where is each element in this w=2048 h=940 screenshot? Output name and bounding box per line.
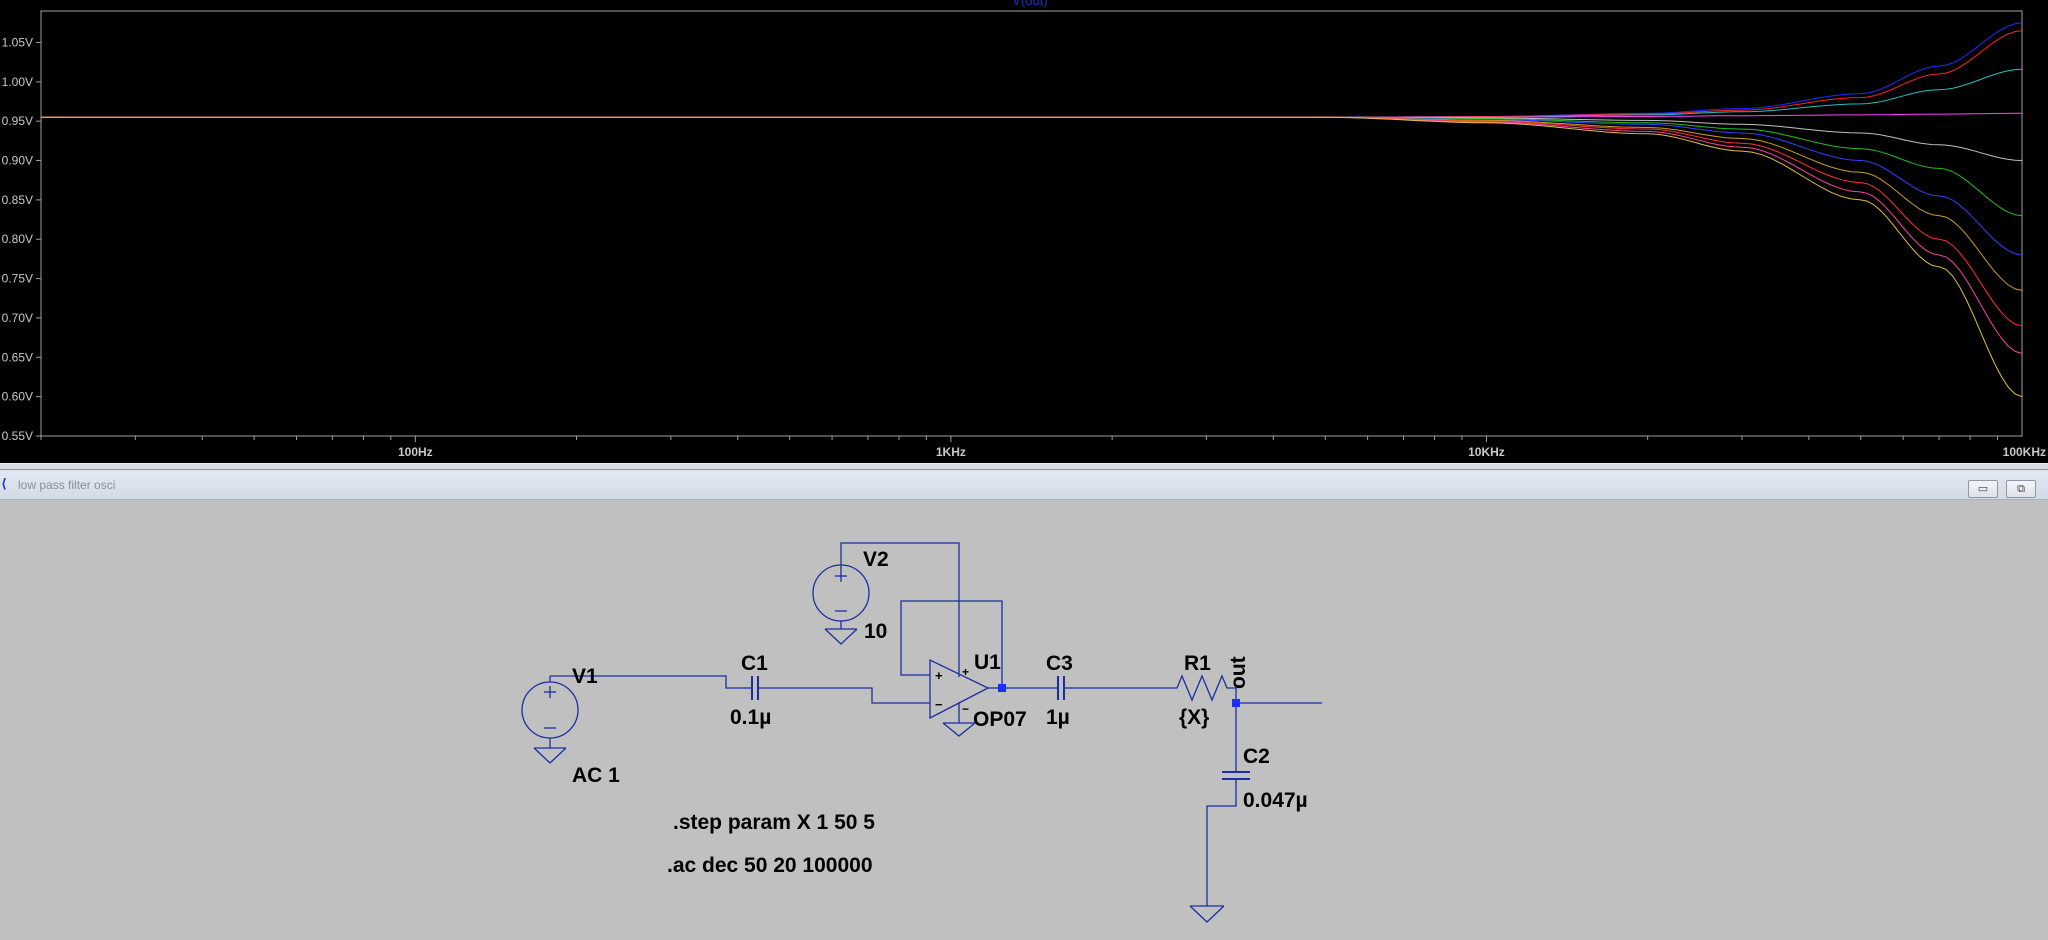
trace-line-10[interactable] [41, 116, 2023, 354]
wire-c2-gnd[interactable] [1206, 783, 1237, 906]
u1-name-label[interactable]: U1 [974, 651, 1001, 674]
v2-source-symbol[interactable] [812, 564, 870, 629]
c3-value-label[interactable]: 1µ [1046, 706, 1070, 729]
y-tick-label: 0.65V [2, 350, 33, 364]
c2-capacitor-symbol[interactable] [1222, 768, 1250, 783]
waveform-plot[interactable]: 1.05V 1.00V 0.95V 0.90V 0.85V 0.80V 0.75V 0.70V… [0, 0, 2048, 463]
ac-directive[interactable]: .ac dec 50 20 100000 [667, 854, 873, 877]
opamp-minus-sign: − [935, 697, 943, 712]
y-tick-label: 1.00V [2, 75, 33, 89]
r1-value-label[interactable]: {X} [1179, 706, 1209, 729]
c3-name-label[interactable]: C3 [1046, 652, 1073, 675]
c2-name-label[interactable]: C2 [1243, 745, 1270, 768]
junction-dot [998, 684, 1006, 692]
minimize-button[interactable]: ▭ [1968, 480, 1998, 498]
y-tick-label: 0.85V [2, 193, 33, 207]
ground-icon [942, 722, 976, 737]
x-tick-label: 100Hz [398, 445, 433, 459]
y-tick-label: 0.70V [2, 311, 33, 325]
r1-resistor-symbol[interactable] [1172, 674, 1232, 702]
opamp-supply-plus-sign: + [962, 665, 969, 679]
x-tick-label: 10KHz [1468, 445, 1505, 459]
plot-frame [40, 10, 2023, 437]
c1-name-label[interactable]: C1 [741, 652, 768, 675]
ltspice-app-icon[interactable]: ⟨ [1, 477, 7, 492]
wire-out[interactable] [1232, 687, 1322, 704]
wire-v1-c1[interactable] [550, 675, 744, 689]
trace-line-1[interactable] [41, 22, 2023, 118]
y-tick-label: 0.55V [2, 429, 33, 443]
y-tick-label: 0.60V [2, 390, 33, 404]
plot-traces[interactable] [41, 22, 2023, 398]
v2-name-label[interactable]: V2 [863, 548, 889, 571]
plot-border [40, 10, 2023, 437]
u1-opamp-symbol[interactable] [929, 658, 990, 723]
schematic-canvas[interactable]: + − + − V1 AC 1 V2 10 C1 0.1µ U1 OP07 C3… [0, 500, 2048, 940]
wire-v2-supply[interactable] [840, 542, 960, 677]
opamp-plus-sign: + [935, 668, 943, 683]
wire-c1-opamp[interactable] [766, 687, 930, 704]
y-tick-label: 1.05V [2, 35, 33, 49]
y-tick-label: 0.90V [2, 154, 33, 168]
net-label-out[interactable]: out [1227, 656, 1250, 689]
ground-icon [824, 628, 858, 645]
waveform-plot-pane[interactable]: 1.05V 1.00V 0.95V 0.90V 0.85V 0.80V 0.75V 0.70V… [0, 0, 2048, 463]
v1-source-symbol[interactable] [521, 676, 579, 748]
plot-axes: 1.05V 1.00V 0.95V 0.90V 0.85V 0.80V 0.75V 0.70V… [2, 35, 2046, 459]
pane-splitter[interactable] [0, 463, 2048, 470]
c1-capacitor-symbol[interactable] [744, 676, 766, 700]
trace-title[interactable]: V(out) [1012, 0, 1047, 8]
trace-line-8[interactable] [41, 116, 2023, 291]
junction-dot [1232, 699, 1240, 707]
ground-icon [1189, 905, 1225, 923]
x-tick-label: 1KHz [936, 445, 966, 459]
opamp-supply-minus-sign: − [962, 702, 969, 716]
trace-line-5[interactable] [41, 116, 2023, 161]
c3-capacitor-symbol[interactable] [1050, 676, 1072, 700]
v1-value-label[interactable]: AC 1 [572, 764, 620, 787]
y-tick-label: 0.75V [2, 272, 33, 286]
trace-line-2[interactable] [41, 30, 2023, 118]
trace-line-9[interactable] [41, 116, 2023, 327]
x-tick-label: 100KHz [2003, 445, 2046, 459]
trace-line-11[interactable] [41, 116, 2023, 398]
y-tick-label: 0.80V [2, 232, 33, 246]
r1-name-label[interactable]: R1 [1184, 652, 1211, 675]
schematic-title: low pass filter osci [18, 478, 116, 492]
v2-value-label[interactable]: 10 [864, 620, 887, 643]
wire-feedback[interactable] [900, 600, 1003, 688]
y-tick-label: 0.95V [2, 114, 33, 128]
trace-line-4[interactable] [41, 112, 2022, 118]
u1-value-label[interactable]: OP07 [973, 708, 1027, 731]
v1-name-label[interactable]: V1 [572, 665, 598, 688]
schematic-titlebar[interactable]: ⟨ low pass filter osci [0, 470, 2048, 500]
ground-icon [533, 747, 567, 764]
step-directive[interactable]: .step param X 1 50 5 [673, 811, 875, 834]
restore-button[interactable]: ⧉ [2006, 480, 2036, 498]
c1-value-label[interactable]: 0.1µ [730, 706, 771, 729]
c2-value-label[interactable]: 0.047µ [1243, 789, 1308, 812]
